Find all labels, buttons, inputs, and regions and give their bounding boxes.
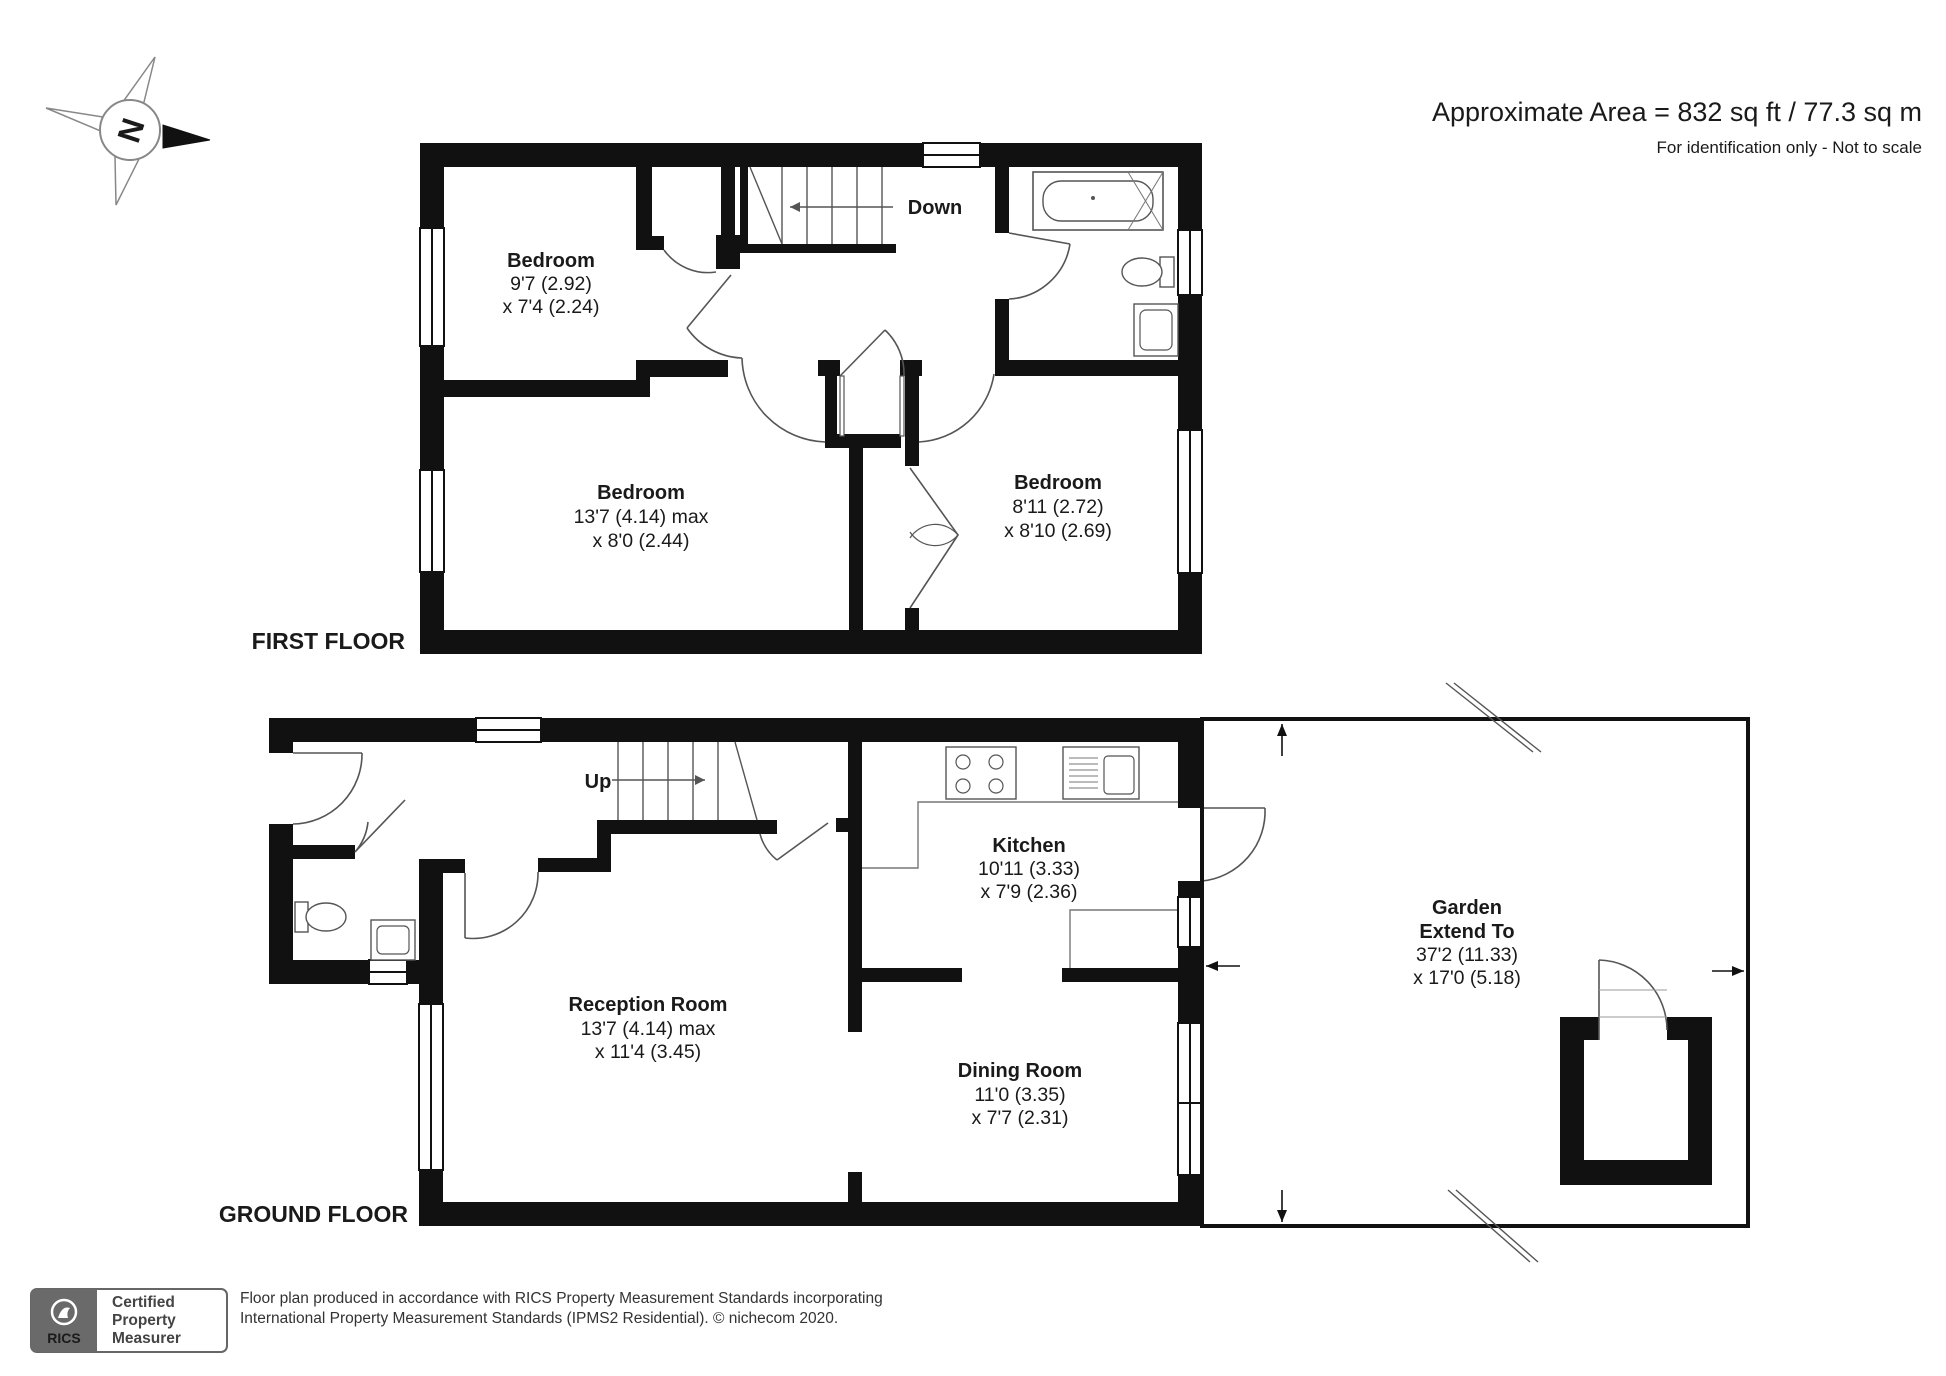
rics-label: RICS	[47, 1330, 80, 1346]
compass-icon: N	[45, 56, 211, 206]
kitchen-name: Kitchen	[992, 835, 1065, 857]
dining-room-dimension: 11'0 (3.35)	[974, 1084, 1065, 1106]
footer-text: Floor plan produced in accordance with R…	[240, 1290, 883, 1307]
first-floor-label: FIRST FLOOR	[252, 628, 406, 654]
bedroom-3-name: Bedroom	[1014, 472, 1102, 494]
dining-room-name: Dining Room	[958, 1060, 1082, 1082]
badge-line: Certified	[112, 1294, 175, 1311]
first-floor-plan: Down	[252, 142, 1203, 654]
bedroom-3-dimension: x 8'10 (2.69)	[1004, 520, 1112, 542]
kitchen-dimension: 10'11 (3.33)	[978, 858, 1080, 880]
dining-room-dimension: x 7'7 (2.31)	[972, 1107, 1069, 1129]
bedroom-2-dimension: x 8'0 (2.44)	[593, 530, 690, 552]
identification-note: For identification only - Not to scale	[1656, 138, 1922, 157]
rics-logo-icon	[50, 1298, 78, 1326]
footer-text: International Property Measurement Stand…	[240, 1310, 838, 1327]
garden-dimension: x 17'0 (5.18)	[1413, 967, 1521, 989]
badge-line: Measurer	[112, 1330, 181, 1347]
garden-name: Extend To	[1419, 921, 1514, 943]
ground-floor-stairs-label: Up	[585, 771, 612, 793]
reception-room-name: Reception Room	[569, 994, 728, 1016]
kitchen-dimension: x 7'9 (2.36)	[981, 881, 1078, 903]
badge-line: Property	[112, 1312, 176, 1329]
bedroom-3-dimension: 8'11 (2.72)	[1012, 496, 1103, 518]
ground-floor-label: GROUND FLOOR	[219, 1201, 408, 1227]
bedroom-1-dimension: x 7'4 (2.24)	[503, 296, 600, 318]
bedroom-1-dimension: 9'7 (2.92)	[510, 273, 592, 295]
ground-floor-plan: Up	[219, 682, 1750, 1263]
rics-certified-badge: RICS Certified Property Measurer	[30, 1288, 228, 1353]
first-floor-stairs-label: Down	[908, 197, 962, 219]
reception-room-dimension: x 11'4 (3.45)	[595, 1041, 701, 1063]
bedroom-2-dimension: 13'7 (4.14) max	[574, 506, 709, 528]
reception-room-dimension: 13'7 (4.14) max	[581, 1018, 716, 1040]
garden-dimension: 37'2 (11.33)	[1416, 944, 1518, 966]
bedroom-1-name: Bedroom	[507, 250, 595, 272]
garden-name: Garden	[1432, 897, 1502, 919]
bedroom-2-name: Bedroom	[597, 482, 685, 504]
approximate-area: Approximate Area = 832 sq ft / 77.3 sq m	[1432, 97, 1922, 127]
